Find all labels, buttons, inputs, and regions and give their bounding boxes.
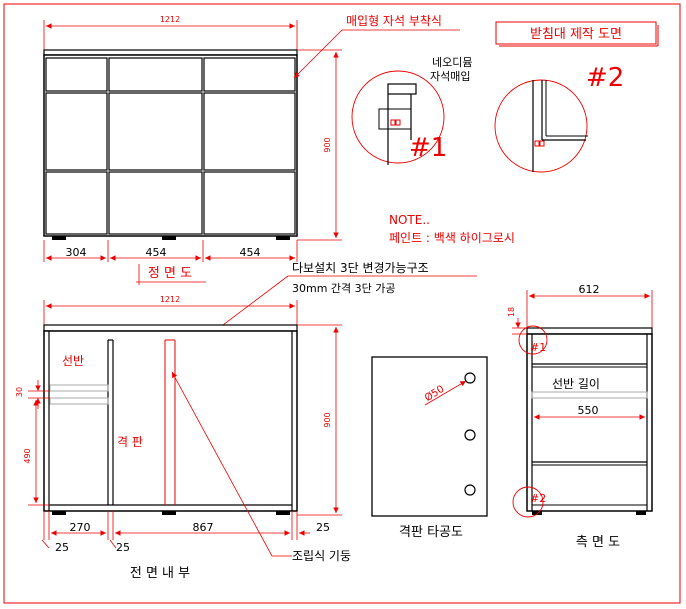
inner-dim-25-a: 25 [55,541,69,554]
front-view: 1212 900 304 454 454 정 면 도 [43,14,460,285]
callout-shelf-line2: 30mm 간격 3단 가공 [292,282,396,295]
label-shelf: 선반 [62,354,84,368]
front-dim-left: 304 [66,246,87,259]
detail1-note-line1: 네오디뮴 [432,56,472,69]
note-title: NOTE.. [389,213,430,227]
detail1-note-line2: 자석매입 [430,70,470,83]
front-view-caption: 정 면 도 [148,266,192,281]
note-block: NOTE.. 페인트 : 백색 하이그로시 [389,213,515,245]
inner-dim-25-b: 25 [116,541,130,554]
inner-view-caption: 전 면 내 부 [130,566,190,581]
front-width-dim: 1212 [160,15,180,24]
inner-dim-25-right: 25 [316,521,330,534]
note-paint: 페인트 : 백색 하이그로시 [389,231,515,245]
inner-height-dim: 900 [323,412,332,427]
detail2-label: #2 [586,63,624,93]
inner-dim-270: 270 [70,521,91,534]
detail-2: #2 [494,63,624,173]
side-view: 612 18 #1 #2 선반 길이 550 측 면 도 [507,283,653,550]
partition-view-caption: 격판 타공도 [399,525,463,540]
label-partition: 격 판 [117,435,143,449]
inner-width-dim: 1212 [160,295,180,304]
side-width-dim: 612 [579,283,600,296]
front-dim-center: 454 [146,246,167,259]
label-shelf-depth: 선반 길이 [552,377,600,391]
inner-dim-490: 490 [23,448,32,463]
inner-front-view: 다보설치 3단 변경가능구조 30mm 간격 3단 가공 1212 선반 격 판 [15,261,477,581]
detail1-label: #1 [409,133,447,163]
side-view-caption: 측 면 도 [576,535,620,550]
drawing-title: 받침대 제작 도면 [530,27,622,42]
side-dim-550: 550 [578,404,599,417]
sheet-border [3,3,681,604]
inner-dim-867: 867 [193,521,214,534]
front-dim-right: 454 [240,246,261,259]
partition-hole-view: Ø50 격판 타공도 [371,356,488,540]
side-dim-18: 18 [507,307,516,317]
detail-1: 네오디뮴 자석매입 #1 [351,56,472,165]
front-height-dim: 900 [323,137,332,152]
title-block: 받침대 제작 도면 [495,21,659,47]
callout-post: 조립식 기둥 [292,549,351,563]
callout-shelf-line1: 다보설치 3단 변경가능구조 [292,261,429,275]
side-marker-2: #2 [530,492,546,505]
inner-dim-30: 30 [15,387,24,397]
callout-magnet: 매입형 자석 부착식 [346,14,442,28]
side-marker-1: #1 [530,341,546,354]
